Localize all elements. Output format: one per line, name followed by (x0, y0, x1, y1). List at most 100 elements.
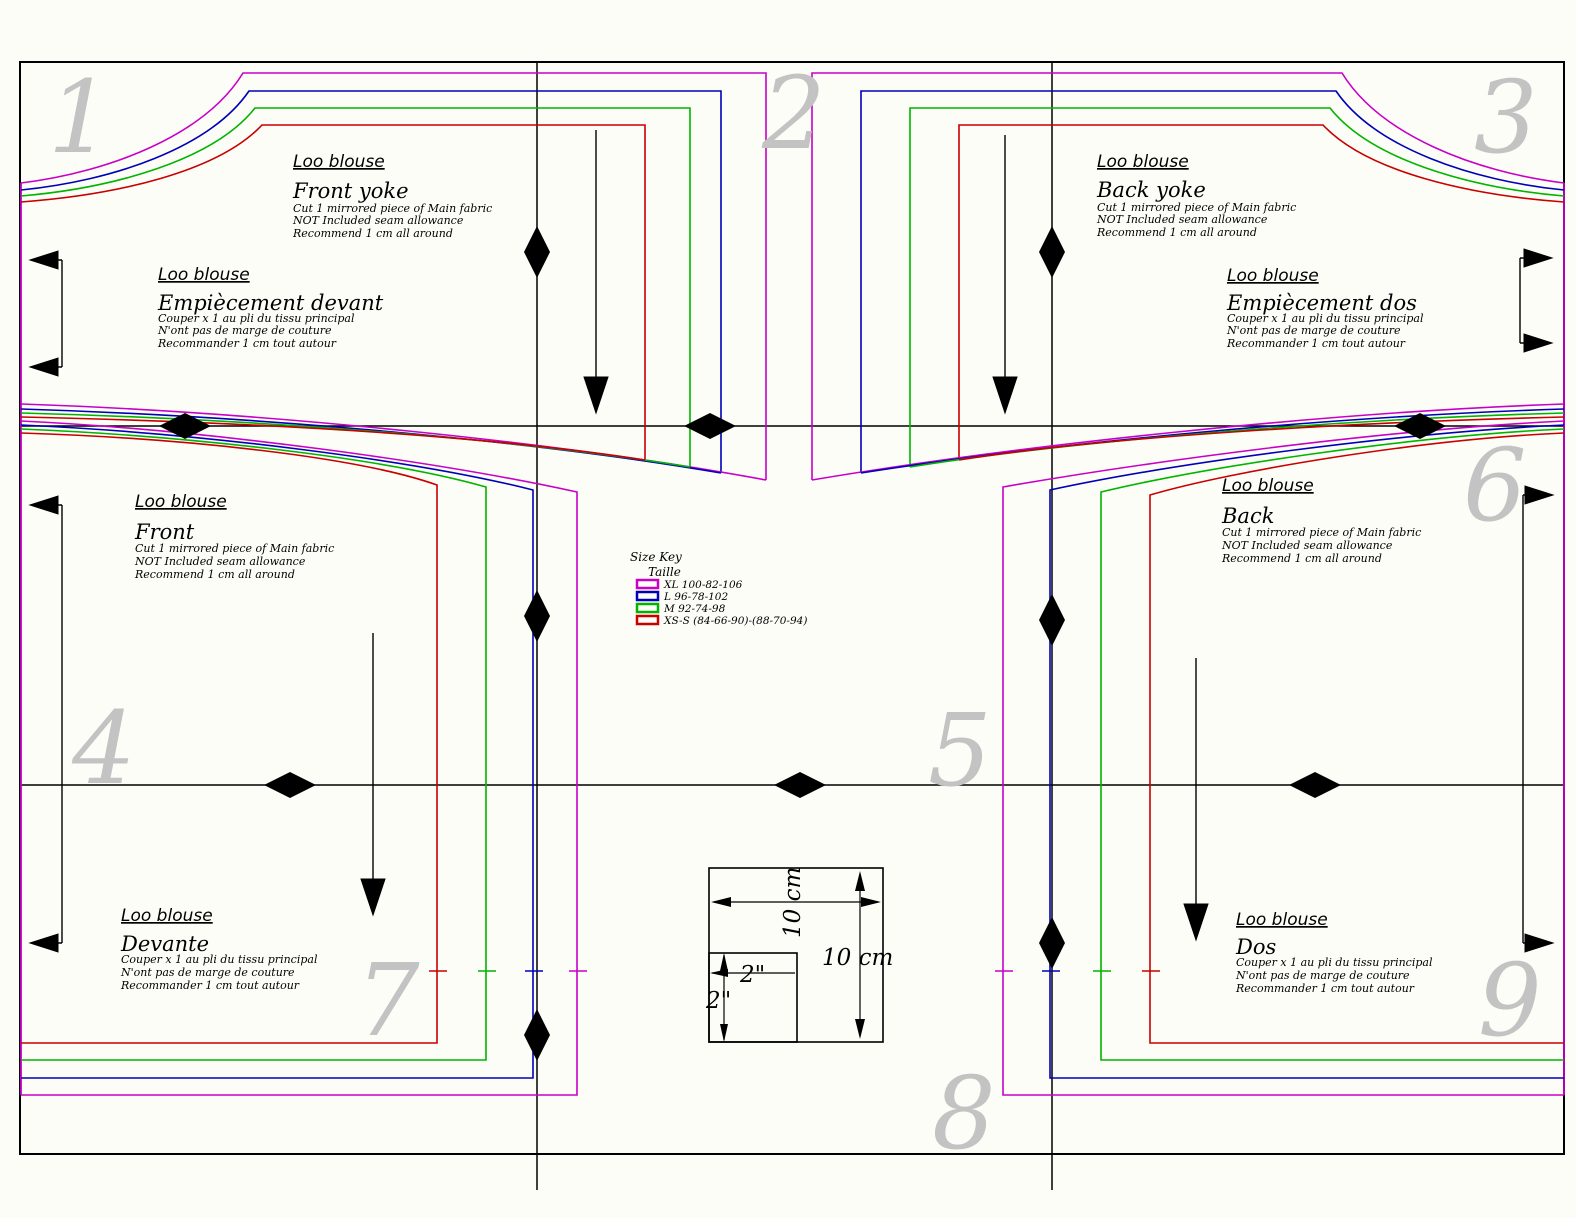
size-label: L 96-78-102 (663, 591, 728, 603)
piece-instruction: Cut 1 mirrored piece of Main fabric (1222, 526, 1421, 539)
back-piece-outline (995, 420, 1565, 1096)
piece-instruction: Recommend 1 cm all around (1096, 226, 1257, 239)
grainline-front-yoke (583, 130, 609, 415)
piece-instruction: Couper x 1 au pli du tissu principal (1227, 312, 1424, 325)
piece-instruction: N'ont pas de marge de couture (1235, 969, 1410, 982)
scale-imperial-height-label: 2" (705, 988, 731, 1014)
size-swatch-xl (635, 578, 660, 590)
brand-name: Loo blouse (1227, 266, 1319, 286)
piece-instruction: Couper x 1 au pli du tissu principal (121, 953, 318, 966)
size-key: Size Key Taille XL 100-82-106 L 96-78-10… (630, 550, 807, 627)
brand-name: Loo blouse (293, 152, 385, 172)
page-number: 2 (761, 55, 826, 172)
piece-instruction: Recommander 1 cm tout autour (157, 337, 337, 350)
diamond-marker (524, 590, 550, 642)
page-numbers: 1 2 3 4 5 6 7 8 9 (48, 55, 1542, 1172)
piece-instruction: N'ont pas de marge de couture (120, 966, 295, 979)
grainline-arrows (360, 130, 1209, 942)
label-dos: Loo blouse Dos Couper x 1 au pli du tiss… (1235, 910, 1433, 995)
fold-bracket-back-yoke (1519, 248, 1554, 353)
piece-name: Back yoke (1096, 178, 1206, 202)
label-back: Loo blouse Back Cut 1 mirrored piece of … (1221, 476, 1421, 565)
piece-name: Dos (1235, 935, 1276, 959)
diamond-marker (524, 1009, 550, 1061)
brand-name: Loo blouse (1236, 910, 1328, 930)
piece-instruction: Cut 1 mirrored piece of Main fabric (135, 542, 334, 555)
piece-name: Empiècement dos (1226, 291, 1417, 315)
size-label: XL 100-82-106 (663, 579, 743, 591)
piece-name: Back (1221, 504, 1274, 528)
label-empiecement-dos: Loo blouse Empiècement dos Couper x 1 au… (1226, 266, 1424, 350)
piece-instruction: N'ont pas de marge de couture (157, 324, 332, 337)
piece-instruction: NOT Included seam allowance (134, 555, 306, 568)
piece-instruction: NOT Included seam allowance (1096, 213, 1268, 226)
front-yoke-outline (20, 72, 767, 481)
diamond-marker (524, 226, 550, 278)
size-swatch-xs-s (635, 614, 660, 626)
brand-name: Loo blouse (1222, 476, 1314, 496)
diamond-marker (264, 772, 316, 798)
piece-instruction: Recommend 1 cm all around (292, 227, 453, 240)
grainline-back (1183, 658, 1209, 942)
front-piece-outline (20, 420, 587, 1096)
grainline-back-yoke (992, 135, 1018, 415)
back-yoke-outline (811, 72, 1565, 481)
page-number: 1 (48, 59, 112, 176)
grainline-front (360, 633, 386, 917)
scale-metric-width-label: 10 cm (780, 867, 806, 938)
scale-metric-height-label: 10 cm (822, 945, 893, 971)
label-devante: Loo blouse Devante Couper x 1 au pli du … (120, 906, 318, 992)
piece-instruction: NOT Included seam allowance (292, 214, 464, 227)
piece-instruction: Recommend 1 cm all around (1221, 552, 1382, 565)
piece-instruction: Cut 1 mirrored piece of Main fabric (1097, 201, 1296, 214)
size-key-title: Size Key (630, 550, 682, 564)
label-back-yoke: Loo blouse Back yoke Cut 1 mirrored piec… (1096, 152, 1296, 239)
fold-bracket-front (28, 495, 63, 953)
diamond-marker (1394, 413, 1446, 439)
piece-instruction: Recommander 1 cm tout autour (120, 979, 300, 992)
label-empiecement-devant: Loo blouse Empiècement devant Couper x 1… (157, 265, 384, 350)
piece-instruction: Couper x 1 au pli du tissu principal (158, 312, 355, 325)
diamond-marker (1289, 772, 1341, 798)
diamond-marker (1039, 226, 1065, 278)
page-number: 6 (1463, 427, 1527, 544)
piece-name: Front (134, 520, 195, 544)
piece-instruction: Couper x 1 au pli du tissu principal (1236, 956, 1433, 969)
brand-name: Loo blouse (158, 265, 250, 285)
label-front: Loo blouse Front Cut 1 mirrored piece of… (134, 492, 334, 581)
brand-name: Loo blouse (135, 492, 227, 512)
page-number: 7 (356, 942, 420, 1059)
page-number: 4 (71, 690, 136, 807)
size-swatch-m (635, 602, 660, 614)
scale-test-square: 10 cm 10 cm 2" 2" (705, 867, 893, 1043)
brand-name: Loo blouse (1097, 152, 1189, 172)
fold-brackets (28, 248, 1555, 953)
page-number: 3 (1474, 59, 1538, 176)
size-label: M 92-74-98 (663, 603, 726, 615)
piece-name: Empiècement devant (157, 291, 384, 315)
page-number: 5 (928, 692, 992, 809)
piece-instruction: Recommander 1 cm tout autour (1226, 337, 1406, 350)
size-key-subtitle: Taille (648, 565, 681, 579)
page-number: 9 (1478, 942, 1542, 1059)
scale-imperial-width-label: 2" (739, 962, 765, 988)
fold-bracket-back (1522, 485, 1555, 953)
size-label: XS-S (84-66-90)-(88-70-94) (663, 615, 807, 627)
fold-edges (20, 183, 1565, 1095)
page-number: 8 (932, 1055, 996, 1172)
piece-name: Front yoke (292, 179, 409, 203)
piece-instruction: NOT Included seam allowance (1221, 539, 1393, 552)
fold-bracket-front-yoke (28, 250, 63, 377)
diamond-marker (1039, 917, 1065, 969)
diamond-marker (774, 772, 826, 798)
piece-instruction: Cut 1 mirrored piece of Main fabric (293, 202, 492, 215)
size-swatch-l (635, 590, 660, 602)
diamond-marker (1039, 594, 1065, 646)
piece-instruction: Recommander 1 cm tout autour (1235, 982, 1415, 995)
match-diamonds (159, 226, 1446, 1061)
brand-name: Loo blouse (121, 906, 213, 926)
piece-instruction: Recommend 1 cm all around (134, 568, 295, 581)
label-front-yoke: Loo blouse Front yoke Cut 1 mirrored pie… (292, 152, 492, 240)
